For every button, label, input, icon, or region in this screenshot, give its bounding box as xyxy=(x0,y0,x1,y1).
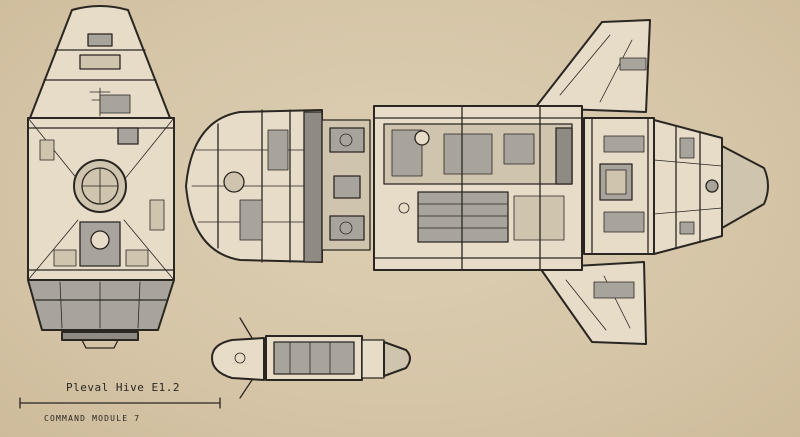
drawing-title: Pleval Hive E1.2 xyxy=(66,381,180,394)
drawing-subtitle: COMMAND MODULE 7 xyxy=(44,414,141,423)
side-view xyxy=(185,19,769,345)
scale-bar xyxy=(19,397,221,409)
small-side-view xyxy=(211,317,411,399)
front-view xyxy=(27,5,175,349)
